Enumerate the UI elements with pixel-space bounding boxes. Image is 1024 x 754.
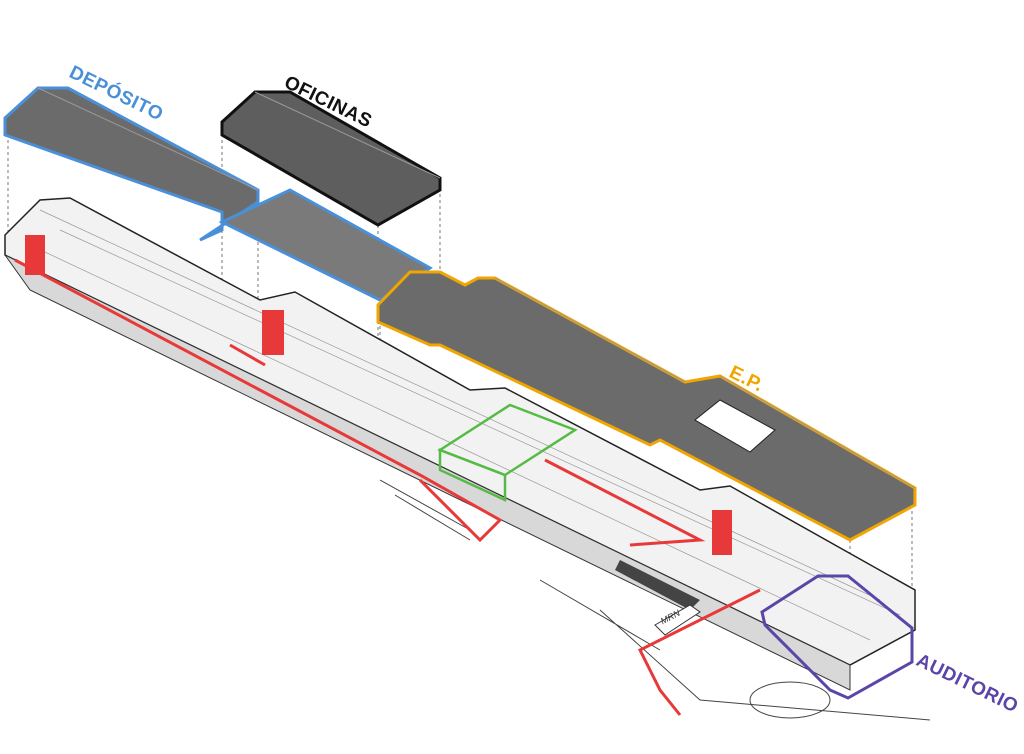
mrn-sign [654,604,701,636]
circulation-path [14,258,761,716]
site-lines [379,479,931,721]
ep-volume [376,270,917,542]
vertical-circulation [25,235,732,555]
green-highlight [437,403,578,502]
auditorio-outline [760,574,914,700]
deposito-volume [3,86,433,302]
oficinas-volume [220,90,442,227]
